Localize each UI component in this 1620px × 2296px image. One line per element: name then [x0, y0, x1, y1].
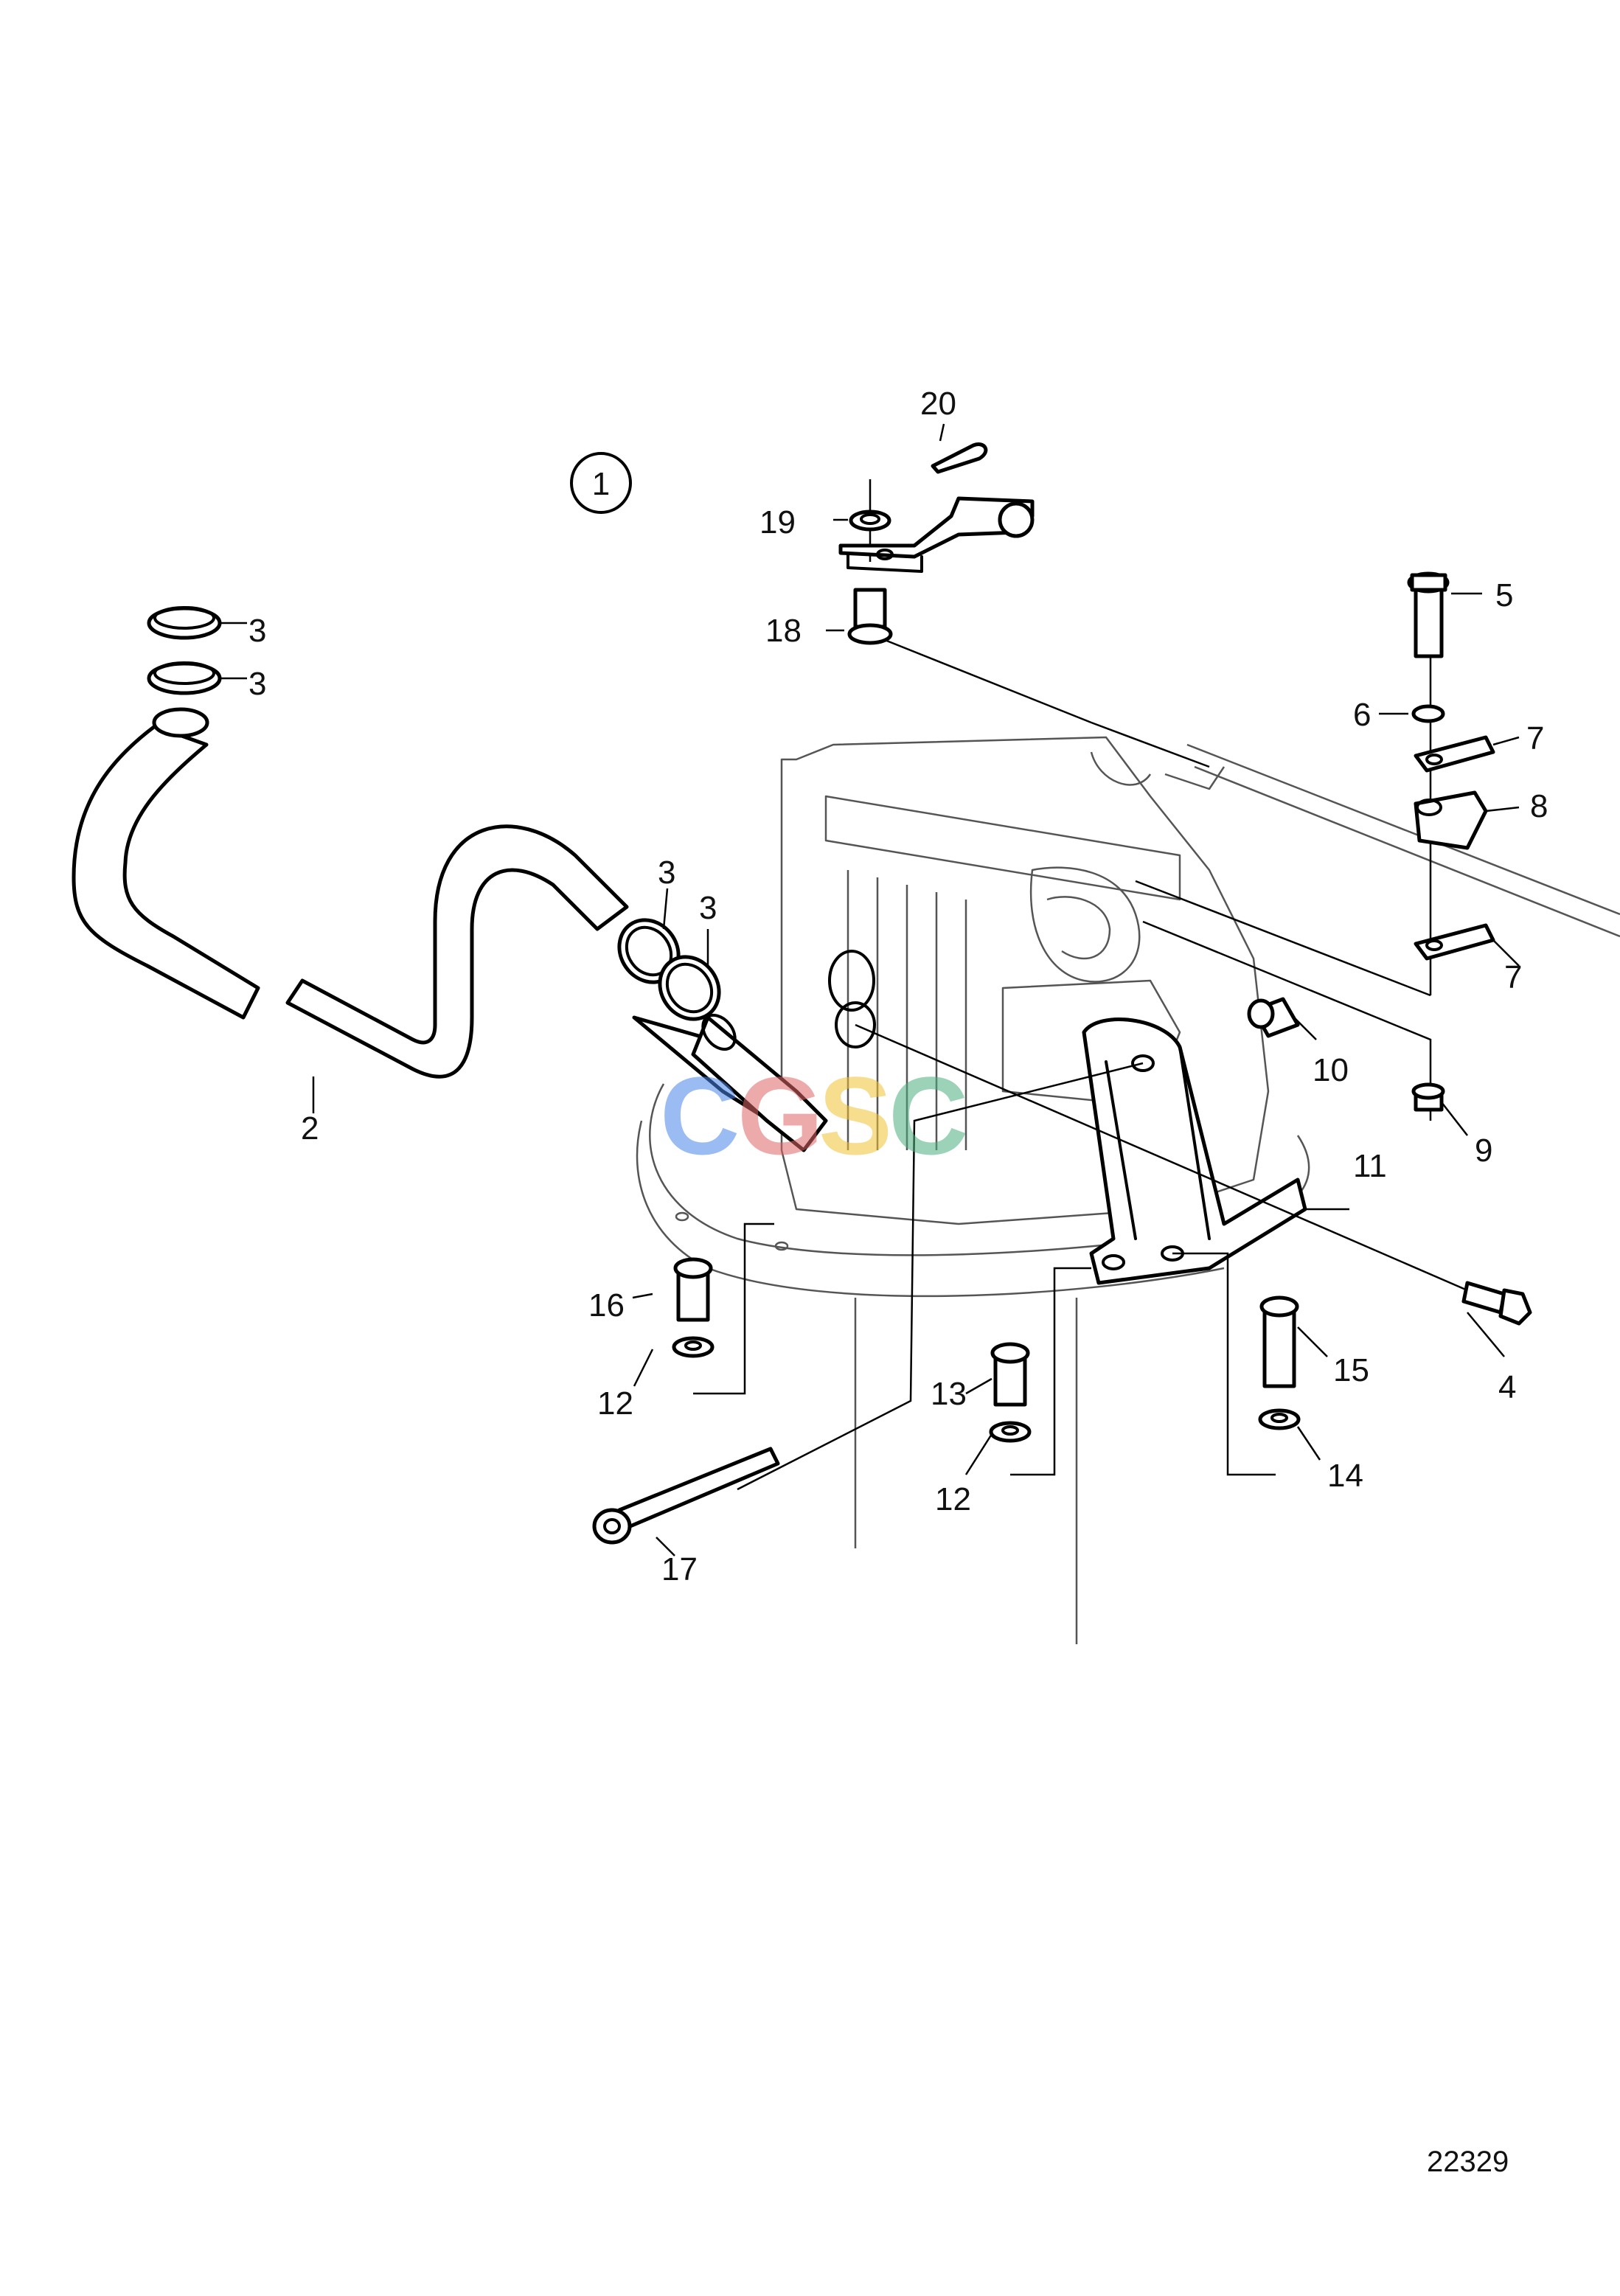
callout-19: 19	[759, 504, 796, 540]
callout-9: 9	[1475, 1133, 1492, 1169]
bushing	[1247, 997, 1300, 1038]
bolts-and-washers	[672, 1257, 1301, 1443]
hose-fitting	[632, 1013, 828, 1152]
hose-clamps	[147, 606, 721, 1021]
callout-18: 18	[765, 613, 802, 649]
callout-3c: 3	[658, 855, 675, 891]
watermark-letter-1: C	[660, 1054, 740, 1177]
callout-20: 20	[920, 386, 956, 422]
view-number: 1	[592, 466, 610, 502]
callout-14: 14	[1327, 1458, 1363, 1494]
view-number-badge: 1	[570, 452, 632, 514]
callout-2: 2	[301, 1110, 319, 1147]
callout-12a: 12	[597, 1385, 633, 1422]
callout-numbers: 2 3 3 3 3 4 5 6 7 7 8 9 10 11 12 12 13 1…	[248, 386, 1548, 1587]
long-bolt	[592, 1447, 780, 1545]
watermark: C G S C	[660, 1054, 968, 1177]
callout-leaders	[220, 423, 1520, 1556]
callout-7b: 7	[1504, 959, 1522, 995]
callout-6: 6	[1353, 697, 1371, 733]
hose	[72, 707, 629, 1079]
callout-15: 15	[1333, 1352, 1369, 1388]
callout-5: 5	[1495, 577, 1513, 613]
callout-17: 17	[661, 1551, 698, 1587]
callout-7a: 7	[1526, 720, 1544, 756]
flange-bolt	[1461, 1281, 1532, 1326]
watermark-letter-4: C	[889, 1054, 968, 1177]
watermark-letter-3: S	[818, 1054, 892, 1177]
drawing-number: 22329	[1427, 2146, 1509, 2178]
callout-3d: 3	[699, 890, 717, 926]
shift-linkage	[838, 442, 1035, 645]
callout-13: 13	[931, 1376, 967, 1412]
callout-12b: 12	[935, 1481, 971, 1517]
callout-11: 11	[1353, 1148, 1387, 1184]
callout-8: 8	[1530, 788, 1548, 824]
callout-3b: 3	[248, 666, 266, 702]
transmission-housing	[636, 736, 1620, 1644]
callout-3a: 3	[248, 613, 266, 649]
callout-16: 16	[588, 1287, 625, 1323]
watermark-letter-2: G	[737, 1054, 824, 1177]
callout-4: 4	[1498, 1369, 1516, 1405]
clamp-hardware	[1407, 571, 1495, 1112]
callout-10: 10	[1313, 1052, 1349, 1088]
